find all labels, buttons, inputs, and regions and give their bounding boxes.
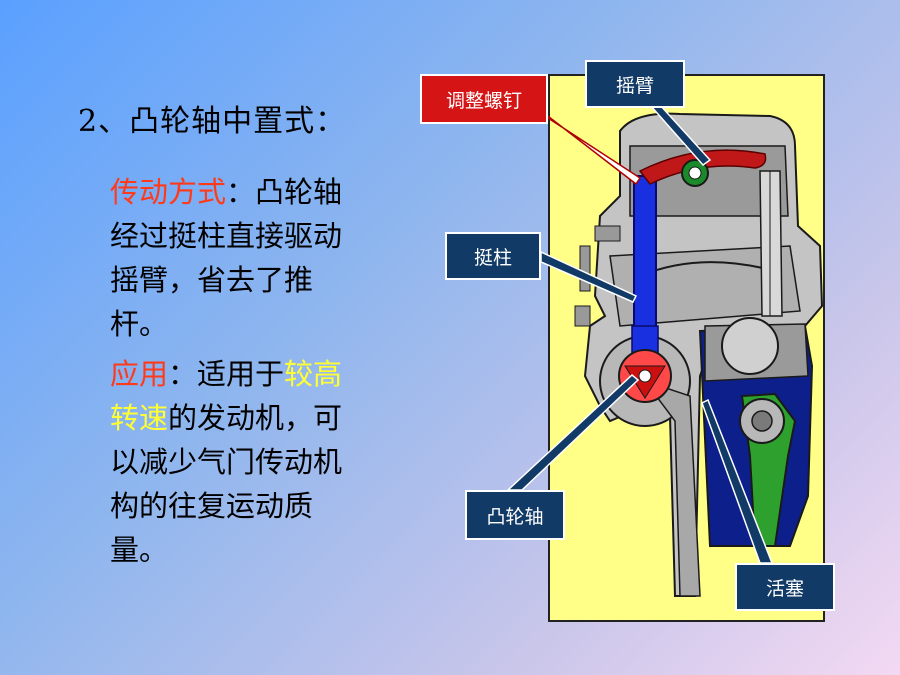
high-speed-highlight: 较高转速	[110, 357, 343, 435]
application-colon: ：	[168, 357, 198, 391]
application-text-before: 适用于	[197, 357, 285, 391]
engine-cross-section-drawing	[574, 112, 824, 597]
tappet-callout: 挺柱	[445, 232, 541, 280]
slide-title: 2、凸轮轴中置式：	[78, 104, 347, 139]
rocker-arm-callout: 摇臂	[585, 60, 685, 108]
camshaft-callout: 凸轮轴	[465, 490, 565, 540]
drive-method-label: 传动方式	[110, 175, 227, 209]
drive-method-colon: ：	[226, 175, 256, 209]
drive-method-paragraph: 传动方式：凸轮轴经过挺柱直接驱动摇臂，省去了推杆。	[110, 170, 370, 346]
drive-method-text: 凸轮轴经过挺柱直接驱动摇臂，省去了推杆。	[110, 175, 343, 341]
adjust-screw-callout: 调整螺钉	[420, 74, 548, 124]
piston-callout: 活塞	[735, 563, 835, 611]
application-paragraph: 应用：适用于较高转速的发动机，可以减少气门传动机构的往复运动质量。	[110, 352, 370, 572]
application-label: 应用	[110, 357, 169, 391]
application-text-after: 的发动机，可以减少气门传动机构的往复运动质量。	[110, 401, 343, 567]
engine-cross-section-diagram	[548, 74, 825, 622]
